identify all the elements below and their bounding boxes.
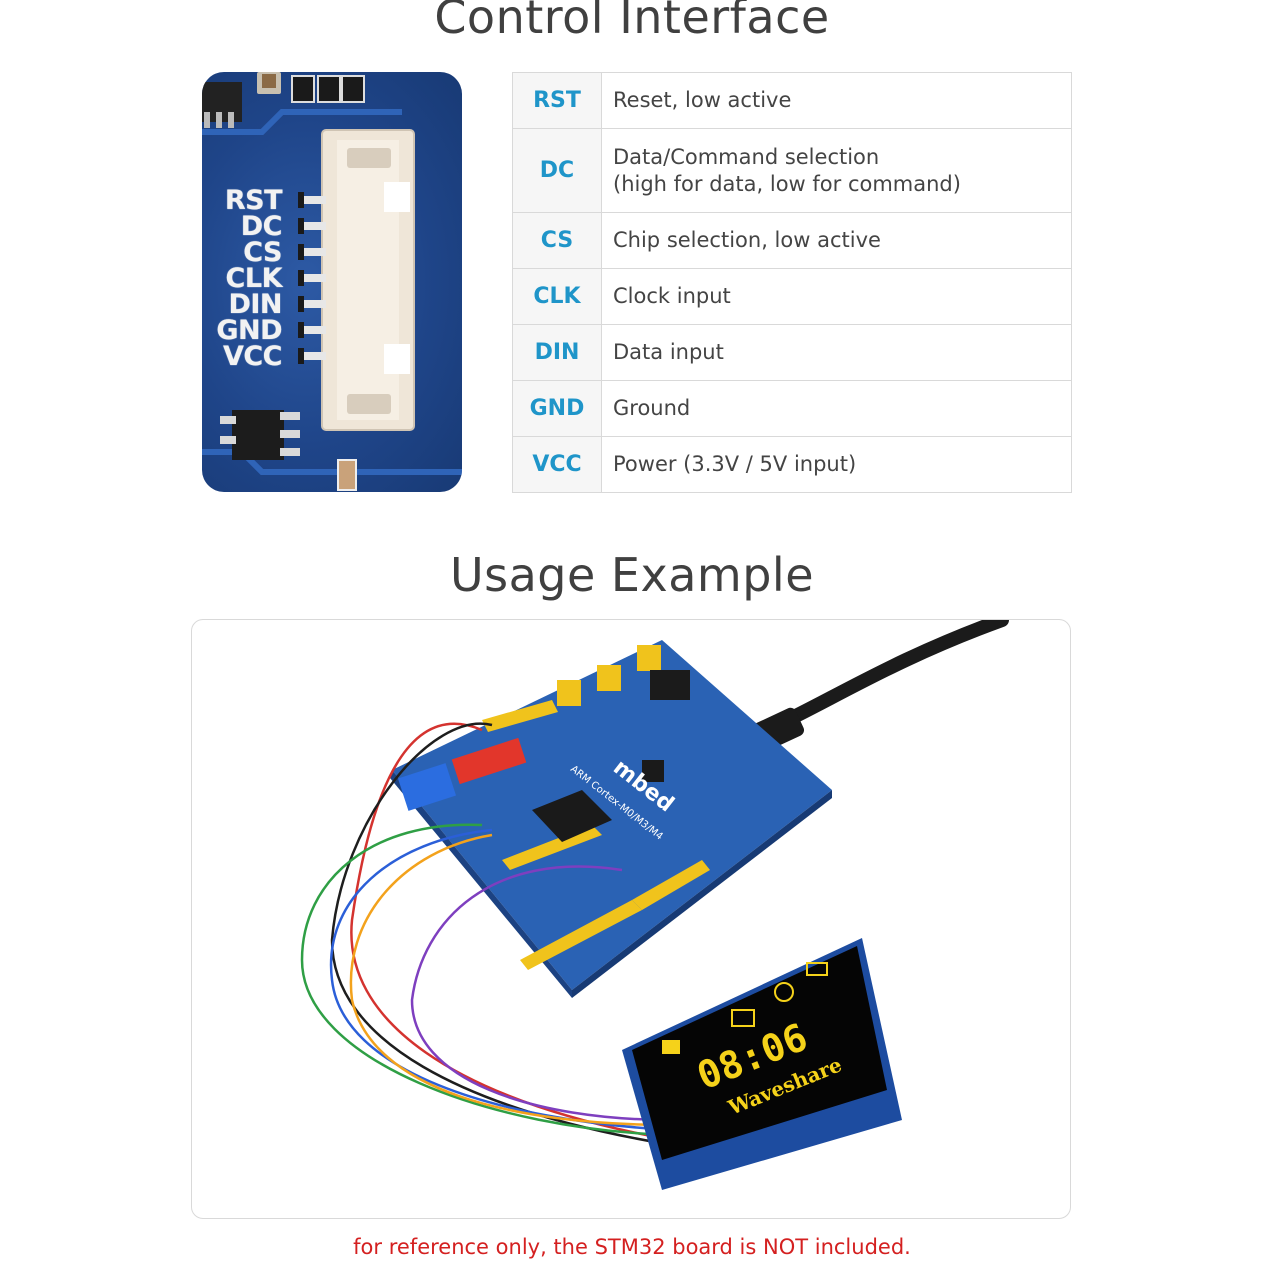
- pin-name: CS: [512, 212, 602, 269]
- pin-name: RST: [512, 72, 602, 129]
- pin-name: CLK: [512, 268, 602, 325]
- board-pin-label: DIN: [228, 289, 282, 320]
- table-row: DIN Data input: [512, 324, 1072, 381]
- board-pin-label: CS: [243, 237, 282, 268]
- pcb-connector-photo: RST DC CS CLK DIN GND VCC: [202, 72, 462, 492]
- pin-description: Data input: [601, 324, 1072, 381]
- pin-name: DC: [512, 128, 602, 213]
- table-row: DC Data/Command selection (high for data…: [512, 128, 1072, 213]
- pin-name: GND: [512, 380, 602, 437]
- table-row: CS Chip selection, low active: [512, 212, 1072, 269]
- table-row: CLK Clock input: [512, 268, 1072, 325]
- pin-description-line: (high for data, low for command): [613, 171, 961, 196]
- pin-description: Chip selection, low active: [601, 212, 1072, 269]
- disclaimer-note: for reference only, the STM32 board is N…: [353, 1235, 911, 1259]
- usage-artwork: mbed ARM Cortex-M0/M3/M4 08:06 Waveshare: [300, 620, 1009, 1190]
- control-interface-title: Control Interface: [434, 0, 830, 44]
- pin-description-table: RST Reset, low active DC Data/Command se…: [512, 72, 1072, 493]
- pin-name: VCC: [512, 436, 602, 493]
- pin-description: Data/Command selection (high for data, l…: [601, 128, 1072, 213]
- board-pin-label: RST: [224, 185, 283, 216]
- pin-description: Clock input: [601, 268, 1072, 325]
- pin-description: Ground: [601, 380, 1072, 437]
- board-pin-label: VCC: [222, 341, 283, 372]
- board-pin-label: GND: [216, 315, 282, 346]
- pin-description: Power (3.3V / 5V input): [601, 436, 1072, 493]
- usage-example-title: Usage Example: [449, 548, 814, 602]
- pin-description: Reset, low active: [601, 72, 1072, 129]
- table-row: VCC Power (3.3V / 5V input): [512, 436, 1072, 493]
- board-pin-label: CLK: [225, 263, 283, 294]
- table-row: GND Ground: [512, 380, 1072, 437]
- table-row: RST Reset, low active: [512, 72, 1072, 129]
- board-pin-label: DC: [240, 211, 283, 242]
- pin-name: DIN: [512, 324, 602, 381]
- usage-example-photo: mbed ARM Cortex-M0/M3/M4 08:06 Waveshare: [191, 619, 1071, 1219]
- pcb-artwork: [202, 72, 462, 491]
- pin-description-line: Data/Command selection: [613, 144, 880, 169]
